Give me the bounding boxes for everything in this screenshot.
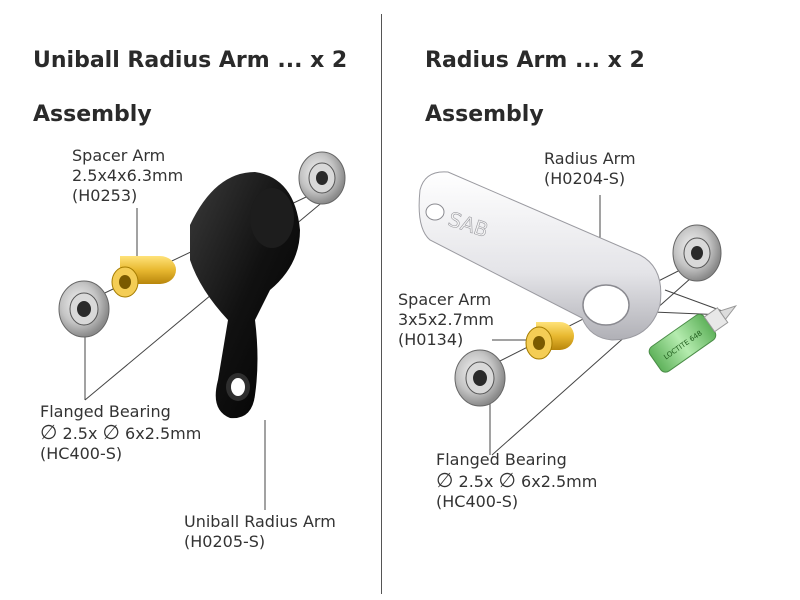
diameter-icon: ∅ bbox=[498, 468, 516, 492]
right-title-line1: Radius Arm ... x 2 bbox=[425, 48, 645, 73]
left-bearing-code: (HC400-S) bbox=[40, 444, 123, 463]
uniball-arm-name: Uniball Radius Arm bbox=[184, 512, 336, 531]
radius-arm: SAB bbox=[418, 171, 662, 341]
left-bearing-name: Flanged Bearing bbox=[40, 402, 171, 421]
radius-arm-name: Radius Arm bbox=[544, 149, 636, 168]
panel-divider bbox=[381, 14, 382, 594]
loctite-bottle: LOCTITE 648 bbox=[648, 305, 738, 373]
right-bearing-size: 2.5x bbox=[458, 472, 494, 491]
right-bearing-size-line: ∅ 2.5x ∅ 6x2.5mm bbox=[436, 470, 597, 492]
radius-arm-code: (H0204-S) bbox=[544, 169, 626, 188]
right-bearing-label: Flanged Bearing ∅ 2.5x ∅ 6x2.5mm (HC400-… bbox=[436, 450, 597, 512]
right-bearing-top bbox=[672, 224, 722, 282]
right-spacer-code: (H0134) bbox=[398, 330, 464, 349]
diameter-icon: ∅ bbox=[102, 420, 120, 444]
left-spacer-name: Spacer Arm bbox=[72, 146, 166, 165]
right-title-line2: Assembly bbox=[425, 102, 544, 127]
left-spacer bbox=[111, 256, 176, 298]
right-title: Radius Arm ... x 2 Assembly bbox=[425, 20, 645, 155]
right-spacer-label: Spacer Arm 3x5x2.7mm (H0134) bbox=[398, 290, 494, 350]
left-bearing-size2: 6x2.5mm bbox=[125, 424, 202, 443]
left-spacer-label: Spacer Arm 2.5x4x6.3mm (H0253) bbox=[72, 146, 183, 206]
left-bearing-size: 2.5x bbox=[62, 424, 98, 443]
left-bearing-top bbox=[298, 151, 346, 205]
right-bearing-name: Flanged Bearing bbox=[436, 450, 567, 469]
left-title-line2: Assembly bbox=[33, 102, 152, 127]
right-spacer bbox=[525, 322, 574, 360]
right-spacer-size: 3x5x2.7mm bbox=[398, 310, 494, 329]
uniball-radius-arm bbox=[190, 172, 300, 419]
uniball-arm-label: Uniball Radius Arm (H0205-S) bbox=[184, 512, 336, 552]
left-spacer-size: 2.5x4x6.3mm bbox=[72, 166, 184, 185]
left-bearing-small bbox=[58, 280, 110, 338]
left-title-line1: Uniball Radius Arm ... x 2 bbox=[33, 48, 348, 73]
left-title: Uniball Radius Arm ... x 2 Assembly bbox=[33, 20, 347, 155]
right-spacer-name: Spacer Arm bbox=[398, 290, 492, 309]
uniball-arm-code: (H0205-S) bbox=[184, 532, 266, 551]
right-bearing-code: (HC400-S) bbox=[436, 492, 519, 511]
right-bearing-bottom bbox=[454, 349, 506, 407]
diameter-icon: ∅ bbox=[436, 468, 454, 492]
left-bearing-label: Flanged Bearing ∅ 2.5x ∅ 6x2.5mm (HC400-… bbox=[40, 402, 201, 464]
left-bearing-size-line: ∅ 2.5x ∅ 6x2.5mm bbox=[40, 422, 201, 444]
right-bearing-size2: 6x2.5mm bbox=[521, 472, 598, 491]
left-spacer-code: (H0253) bbox=[72, 186, 138, 205]
diameter-icon: ∅ bbox=[40, 420, 58, 444]
radius-arm-label: Radius Arm (H0204-S) bbox=[544, 149, 636, 189]
